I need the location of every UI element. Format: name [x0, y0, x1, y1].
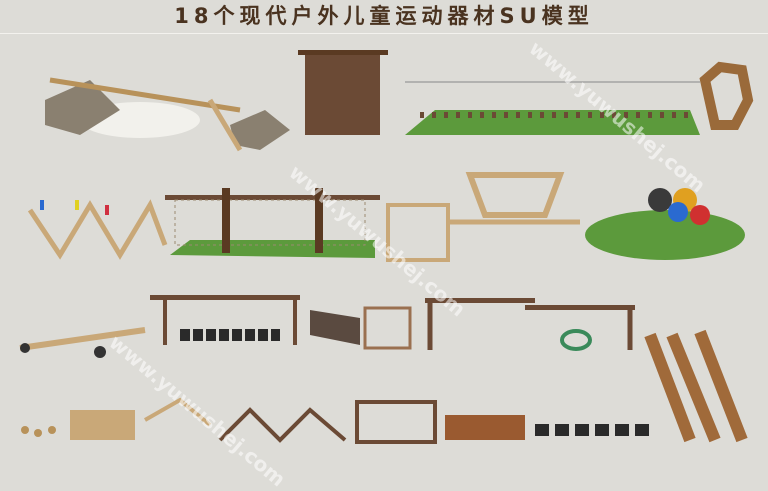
wooden-bench [445, 415, 525, 440]
balance-rope-course [144, 397, 212, 427]
stepping-stumps [21, 426, 56, 437]
hexagon-climbing-dome [585, 188, 745, 260]
rope-bridge [405, 61, 754, 135]
tire-swing-frame [150, 295, 300, 345]
net-climbing-frame [165, 188, 380, 258]
colored-post-fence [27, 199, 168, 260]
rock-climbing-bridge [45, 77, 290, 152]
climbing-ladder-panel [355, 400, 437, 444]
equipment-renderings [19, 50, 754, 444]
climbing-wall [298, 50, 388, 135]
wooden-play-structure [386, 172, 580, 262]
seesaw [19, 327, 146, 358]
swing-set [425, 298, 635, 351]
wooden-bridge [70, 410, 135, 440]
divider [0, 33, 768, 34]
zigzag-balance-beam [218, 407, 347, 443]
page-title: 18个现代户外儿童运动器材SU模型 [0, 0, 768, 33]
tire-climbing-wall [310, 306, 412, 350]
log-balance-beams [644, 329, 748, 443]
